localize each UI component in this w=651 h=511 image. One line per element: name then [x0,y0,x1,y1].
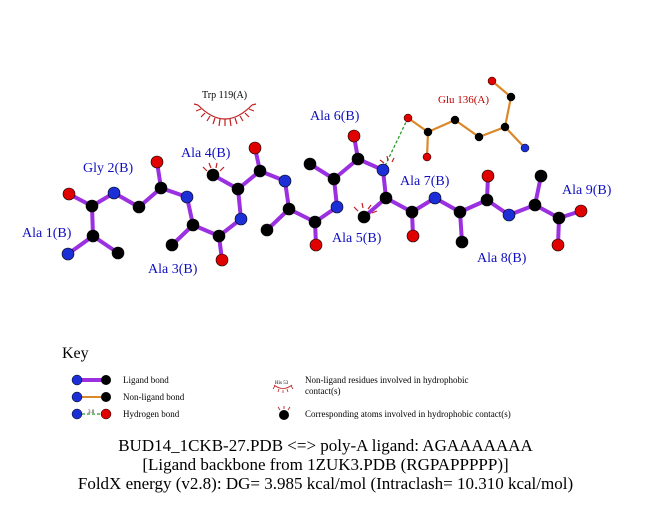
key-ligand-bond: Ligand bond [123,375,169,385]
label-ala5: Ala 5(B) [332,231,382,246]
glu136-atoms [403,76,530,162]
label-gly2: Gly 2(B) [83,161,134,176]
caption-line-3: FoldX energy (v2.8): DG= 3.985 kcal/mol … [77,474,574,493]
key-hydrophobic-residue-line2: contact(s) [305,386,340,396]
label-ala7: Ala 7(B) [400,174,450,189]
key-title: Key [62,345,89,362]
label-ala3: Ala 3(B) [148,262,198,277]
hydrogen-bond [382,117,409,171]
key-hydrophobic-example: His 53 [275,381,289,386]
legend-key: Key Ligand bond Non-ligand bond 3.0 Hydr… [62,345,511,420]
label-ala6: Ala 6(B) [310,109,360,124]
key-hydrophobic-atom: Corresponding atoms involved in hydropho… [305,409,511,419]
key-hydrophobic-residue-icon [272,384,294,393]
key-hydrophobic-residue-line1: Non-ligand residues involved in hydropho… [305,375,468,385]
label-ala4: Ala 4(B) [181,146,231,161]
caption-line-1: BUD14_1CKB-27.PDB <=> poly-A ligand: AGA… [118,436,533,455]
ligand-bonds [66,134,583,262]
atom-hydrophobic-marks [202,155,395,214]
label-ala1: Ala 1(B) [22,226,72,241]
trp119-hydrophobic-arc [193,103,257,127]
nonligand-bonds [406,79,527,159]
caption: BUD14_1CKB-27.PDB <=> poly-A ligand: AGA… [0,436,651,493]
ligand-atoms [61,129,588,267]
key-nonligand-bond: Non-ligand bond [123,392,185,402]
label-ala8: Ala 8(B) [477,251,527,266]
key-hydrogen-bond: Hydrogen bond [123,409,180,419]
key-hbond-distance: 3.0 [88,410,95,415]
key-hydrophobic-atom-icon [277,406,291,420]
caption-line-2: [Ligand backbone from 1ZUK3.PDB (RGPAPPP… [142,455,509,474]
label-ala9: Ala 9(B) [562,183,612,198]
label-trp119: Trp 119(A) [202,90,247,101]
label-glu136: Glu 136(A) [438,94,489,106]
